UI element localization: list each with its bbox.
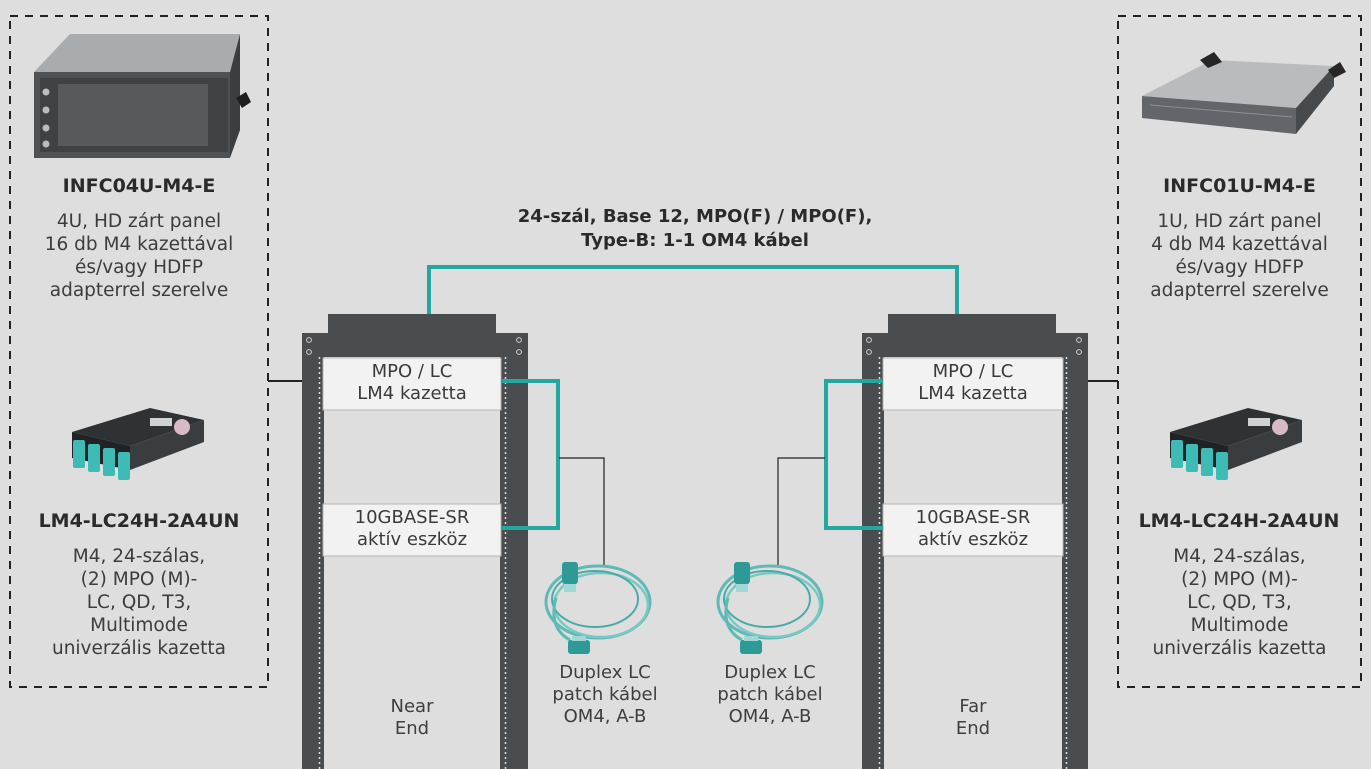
desc-line: adapterrel szerelve xyxy=(1120,279,1359,302)
patch-label-line: Duplex LC xyxy=(535,662,675,684)
trunk-cable-label: 24-szál, Base 12, MPO(F) / MPO(F), Type-… xyxy=(440,205,950,253)
trunk-cable-label-line: Type-B: 1-1 OM4 kábel xyxy=(440,229,950,253)
desc-line: Multimode xyxy=(12,614,266,637)
end-label-line: End xyxy=(323,718,501,740)
near-patch-leader xyxy=(559,458,604,565)
desc-line: 4 db M4 kazettával xyxy=(1120,233,1359,256)
near-device-label: 10GBASE-SR aktív eszköz xyxy=(323,507,501,551)
near-cassette-label: MPO / LC LM4 kazetta xyxy=(323,361,501,405)
desc-line: adapterrel szerelve xyxy=(12,279,266,302)
right-panel-product-desc: 1U, HD zárt panel 4 db M4 kazettával és/… xyxy=(1120,210,1359,302)
left-cassette-product-desc: M4, 24-szálas, (2) MPO (M)- LC, QD, T3, … xyxy=(12,545,266,660)
left-cassette-product-name: LM4-LC24H-2A4UN xyxy=(4,510,274,533)
cassette-right-image xyxy=(1170,408,1302,480)
right-panel-product-name: INFC01U-M4-E xyxy=(1120,175,1359,198)
cassette-label-line: LM4 kazetta xyxy=(883,383,1063,405)
trunk-cable-label-line: 24-szál, Base 12, MPO(F) / MPO(F), xyxy=(440,205,950,229)
patch-label-line: OM4, A-B xyxy=(535,706,675,728)
end-label-line: Far xyxy=(883,696,1063,718)
desc-line: (2) MPO (M)- xyxy=(1120,568,1359,591)
patch-cable-right-image xyxy=(718,562,822,654)
device-label-line: aktív eszköz xyxy=(323,529,501,551)
near-end-label: Near End xyxy=(323,696,501,740)
desc-line: és/vagy HDFP xyxy=(1120,256,1359,279)
cassette-label-line: LM4 kazetta xyxy=(323,383,501,405)
desc-line: M4, 24-szálas, xyxy=(12,545,266,568)
patch-label-line: patch kábel xyxy=(535,684,675,706)
cassette-label-line: MPO / LC xyxy=(323,361,501,383)
desc-line: univerzális kazetta xyxy=(12,637,266,660)
desc-line: (2) MPO (M)- xyxy=(12,568,266,591)
desc-line: 16 db M4 kazettával xyxy=(12,233,266,256)
desc-line: LC, QD, T3, xyxy=(12,591,266,614)
far-patch-leader xyxy=(778,458,825,565)
device-label-line: aktív eszköz xyxy=(883,529,1063,551)
desc-line: M4, 24-szálas, xyxy=(1120,545,1359,568)
patch-label-line: OM4, A-B xyxy=(700,706,840,728)
desc-line: univerzális kazetta xyxy=(1120,637,1359,660)
device-label-line: 10GBASE-SR xyxy=(883,507,1063,529)
left-panel-product-name: INFC04U-M4-E xyxy=(12,175,266,198)
desc-line: 4U, HD zárt panel xyxy=(12,210,266,233)
cassette-label-line: MPO / LC xyxy=(883,361,1063,383)
right-cassette-product-desc: M4, 24-szálas, (2) MPO (M)- LC, QD, T3, … xyxy=(1120,545,1359,660)
device-label-line: 10GBASE-SR xyxy=(323,507,501,529)
desc-line: és/vagy HDFP xyxy=(12,256,266,279)
desc-line: Multimode xyxy=(1120,614,1359,637)
end-label-line: End xyxy=(883,718,1063,740)
cassette-left-image xyxy=(72,408,204,480)
left-panel-product-desc: 4U, HD zárt panel 16 db M4 kazettával és… xyxy=(12,210,266,302)
patch-cable-left-image xyxy=(546,562,650,654)
patch-label-line: patch kábel xyxy=(700,684,840,706)
desc-line: 1U, HD zárt panel xyxy=(1120,210,1359,233)
far-device-label: 10GBASE-SR aktív eszköz xyxy=(883,507,1063,551)
panel-1u-image xyxy=(1142,52,1346,134)
desc-line: LC, QD, T3, xyxy=(1120,591,1359,614)
right-cassette-product-name: LM4-LC24H-2A4UN xyxy=(1108,510,1370,533)
far-cassette-label: MPO / LC LM4 kazetta xyxy=(883,361,1063,405)
patch-cable-right-label: Duplex LC patch kábel OM4, A-B xyxy=(700,662,840,728)
end-label-line: Near xyxy=(323,696,501,718)
far-end-label: Far End xyxy=(883,696,1063,740)
panel-4u-image xyxy=(34,34,251,158)
trunk-cable-line xyxy=(429,267,957,315)
patch-label-line: Duplex LC xyxy=(700,662,840,684)
patch-cable-left-label: Duplex LC patch kábel OM4, A-B xyxy=(535,662,675,728)
